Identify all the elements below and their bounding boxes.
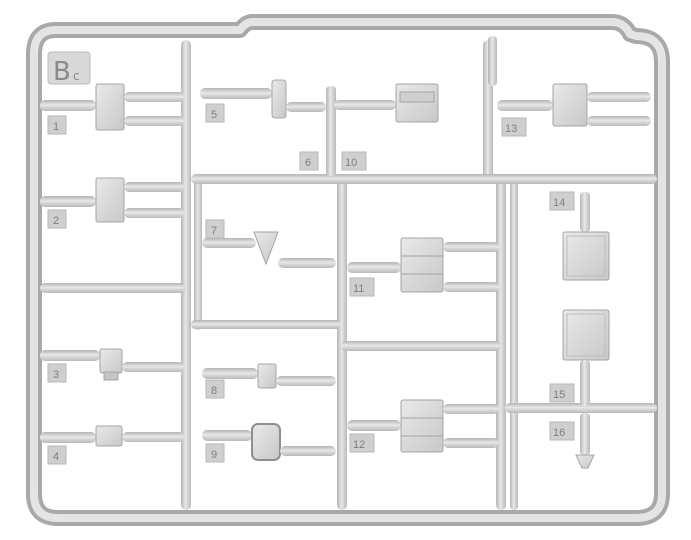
part-number-4: 4 [47, 445, 67, 465]
svg-text:11: 11 [353, 283, 364, 295]
part-number-12: 12 [349, 433, 375, 453]
part-number-9: 9 [205, 443, 225, 463]
svg-text:12: 12 [353, 439, 365, 451]
svg-text:4: 4 [53, 451, 59, 463]
svg-text:6: 6 [305, 157, 311, 169]
part-number-tabs: 1 2 3 4 5 6 10 7 8 9 11 12 13 14 15 16 [47, 103, 575, 465]
part-number-10: 10 [341, 151, 367, 171]
part-number-1: 1 [47, 115, 67, 135]
svg-text:5: 5 [211, 109, 217, 121]
runners [40, 36, 657, 510]
part-number-11: 11 [349, 277, 375, 297]
svg-text:2: 2 [53, 215, 59, 227]
svg-text:3: 3 [53, 369, 59, 381]
part-number-7: 7 [205, 219, 225, 239]
part-11 [347, 237, 499, 293]
part-9 [202, 423, 336, 461]
svg-text:9: 9 [211, 449, 217, 461]
svg-text:15: 15 [553, 389, 565, 401]
svg-text:10: 10 [345, 157, 357, 169]
part-6-10 [326, 83, 439, 176]
outer-frame [26, 14, 670, 526]
svg-text:14: 14 [553, 197, 565, 209]
sprue-id-tab: B c [47, 51, 91, 87]
sprue-letter-suffix: c [73, 69, 80, 83]
part-14 [562, 192, 610, 281]
part-5 [200, 79, 326, 119]
part-number-15: 15 [549, 383, 575, 403]
part-15 [562, 309, 610, 406]
svg-text:16: 16 [553, 427, 565, 439]
part-4 [40, 425, 184, 447]
part-number-16: 16 [549, 421, 575, 441]
sprue-letter: B [53, 57, 71, 87]
svg-text:7: 7 [211, 225, 217, 237]
part-7 [202, 231, 336, 268]
part-number-2: 2 [47, 209, 67, 229]
part-16 [575, 413, 595, 469]
svg-text:1: 1 [53, 121, 59, 133]
part-number-5: 5 [205, 103, 225, 123]
part-2 [40, 177, 184, 223]
svg-text:8: 8 [211, 385, 217, 397]
part-number-8: 8 [205, 379, 225, 399]
part-3 [40, 348, 184, 381]
part-13 [497, 83, 651, 127]
part-number-13: 13 [501, 117, 527, 137]
part-number-14: 14 [549, 191, 575, 211]
part-1 [40, 83, 184, 131]
svg-text:13: 13 [505, 123, 517, 135]
part-number-3: 3 [47, 363, 67, 383]
part-number-6: 6 [299, 151, 319, 171]
part-8 [202, 363, 336, 389]
part-12 [347, 399, 499, 453]
